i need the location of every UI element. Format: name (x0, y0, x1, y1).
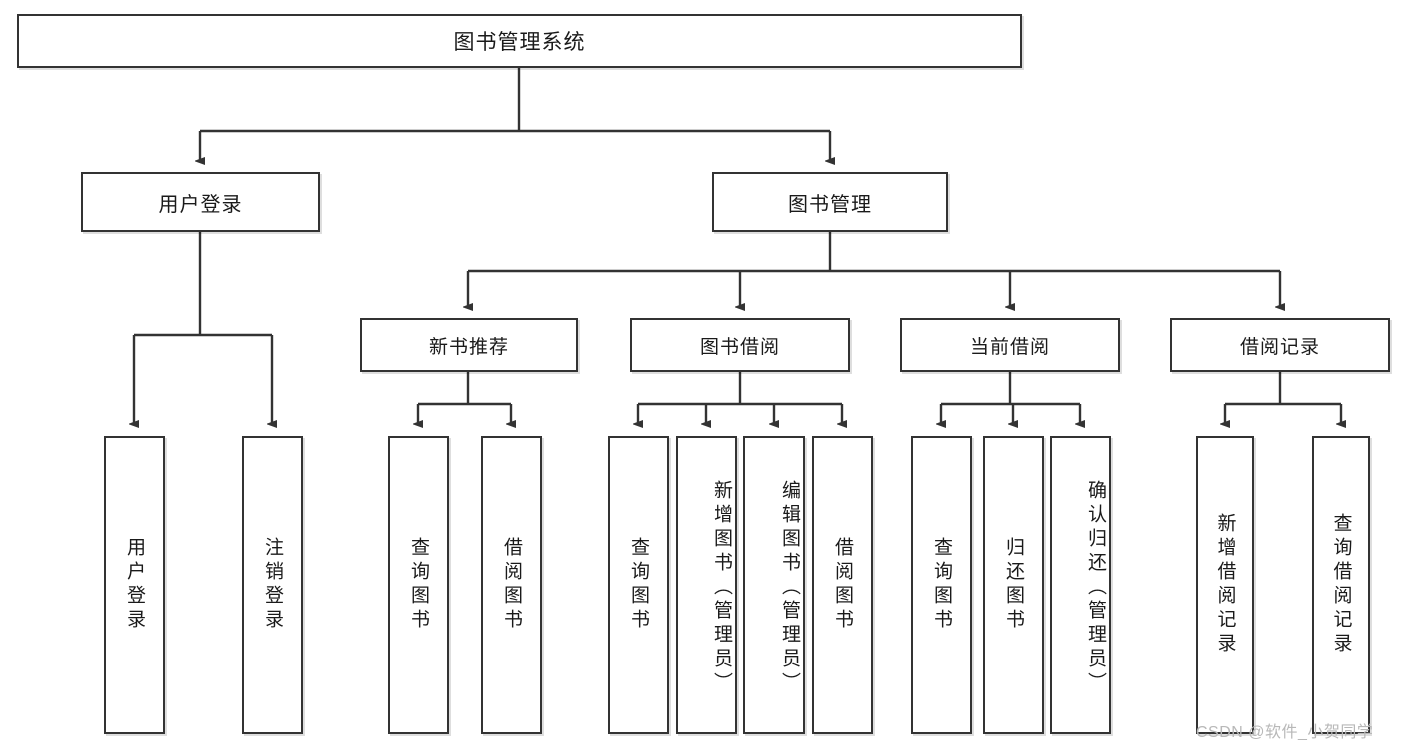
node-current-borrow[interactable]: 当前借阅 (900, 318, 1120, 372)
leaf-return-book[interactable]: 归还图书 (983, 436, 1044, 734)
node-new-book-recommend[interactable]: 新书推荐 (360, 318, 578, 372)
node-borrow-record[interactable]: 借阅记录 (1170, 318, 1390, 372)
leaf-confirm-return-admin[interactable]: 确认归还（管理员） (1050, 436, 1111, 734)
leaf-user-login[interactable]: 用户登录 (104, 436, 165, 734)
leaf-logout-login[interactable]: 注销登录 (242, 436, 303, 734)
leaf-query-book-recommend[interactable]: 查询图书 (388, 436, 449, 734)
node-book-borrow[interactable]: 图书借阅 (630, 318, 850, 372)
leaf-borrow-book[interactable]: 借阅图书 (812, 436, 873, 734)
leaf-query-book-current[interactable]: 查询图书 (911, 436, 972, 734)
node-user-login[interactable]: 用户登录 (81, 172, 320, 232)
node-book-manage[interactable]: 图书管理 (712, 172, 948, 232)
leaf-add-book-admin[interactable]: 新增图书（管理员） (676, 436, 737, 734)
leaf-edit-book-admin[interactable]: 编辑图书（管理员） (743, 436, 805, 734)
leaf-query-borrow-record[interactable]: 查询借阅记录 (1312, 436, 1370, 734)
leaf-add-borrow-record[interactable]: 新增借阅记录 (1196, 436, 1254, 734)
leaf-borrow-book-recommend[interactable]: 借阅图书 (481, 436, 542, 734)
node-root-system[interactable]: 图书管理系统 (17, 14, 1022, 68)
watermark-csdn: CSDN @软件_小贺同学 (1196, 724, 1374, 741)
leaf-query-book-borrow[interactable]: 查询图书 (608, 436, 669, 734)
